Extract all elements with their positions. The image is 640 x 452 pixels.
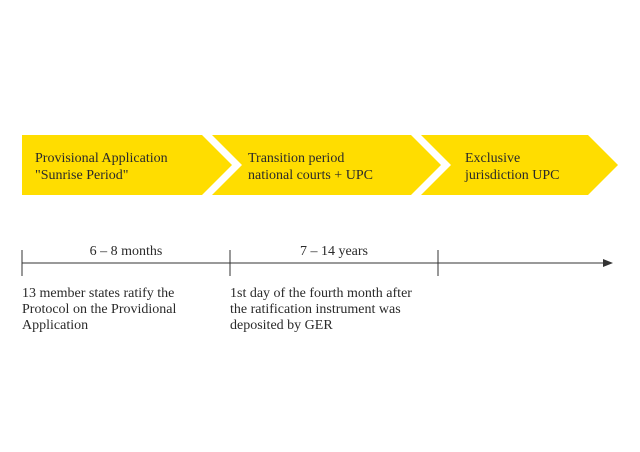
timeline-note-2: 1st day of the fourth month after the ra… [230, 286, 412, 333]
duration-label-1: 6 – 8 months [89, 244, 163, 259]
timeline-note-1: 13 member states ratify the Protocol on … [22, 286, 177, 333]
phase-chevron-3 [421, 135, 618, 195]
phase-chevron-1 [22, 135, 232, 195]
phase-label-3: Exclusive jurisdiction UPC [465, 151, 560, 183]
timeline-arrowhead [603, 259, 613, 267]
duration-label-2: 7 – 14 years [299, 244, 369, 259]
phase-label-1: Provisional Application "Sunrise Period" [35, 151, 168, 183]
phase-label-2: Transition period national courts + UPC [248, 151, 373, 183]
phase-chevron-2 [212, 135, 441, 195]
